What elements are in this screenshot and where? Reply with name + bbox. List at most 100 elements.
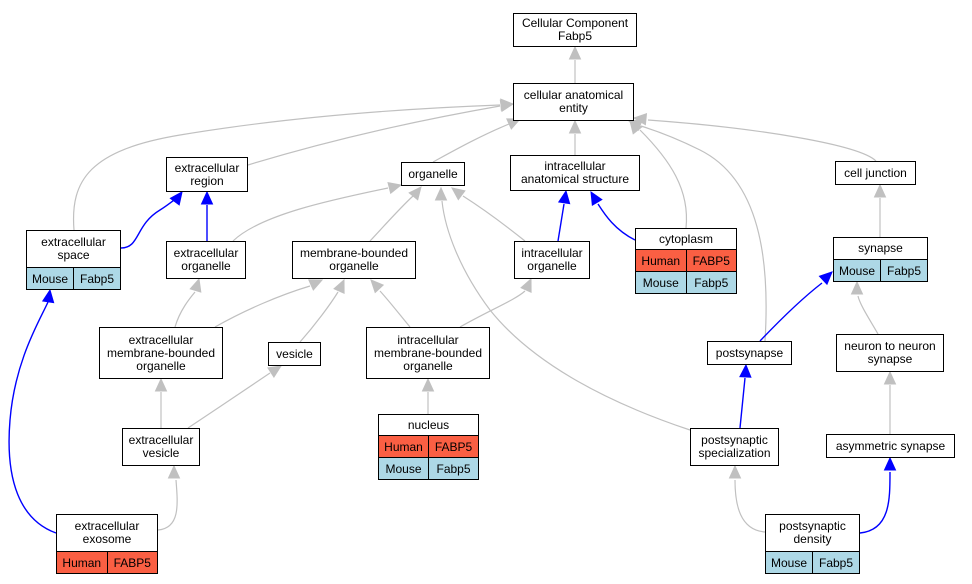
node-cell-junction[interactable]: cell junction: [835, 161, 916, 185]
gene-cell: FABP5: [685, 250, 737, 271]
edge-arrowhead: [818, 271, 833, 286]
edge-arrowhead: [169, 191, 183, 206]
edge-arrowhead: [421, 377, 435, 392]
node-intracellular-organelle[interactable]: intracellular organelle: [514, 241, 590, 279]
gene-cell: Fabp5: [880, 260, 927, 281]
edge-arrowhead: [154, 377, 168, 392]
human-annotation-row: Human FABP5: [379, 435, 478, 457]
edge-arrowhead: [408, 186, 422, 201]
edge-line: [640, 125, 767, 342]
species-cell: Human: [62, 555, 102, 570]
node-postsynaptic-density[interactable]: postsynaptic density Mouse Fabp5: [765, 514, 860, 574]
node-asymmetric-synapse[interactable]: asymmetric synapse: [826, 434, 955, 458]
edge-arrowhead: [267, 365, 283, 379]
node-intracellular-membrane-bounded-organelle[interactable]: intracellular membrane-bounded organelle: [366, 327, 490, 379]
node-neuron-to-neuron-synapse[interactable]: neuron to neuron synapse: [836, 334, 944, 372]
edge-arrowhead: [590, 190, 603, 206]
edge-arrowhead: [883, 456, 897, 471]
edge-arrowhead: [451, 187, 466, 201]
edge-line: [187, 372, 271, 429]
edge-arrowhead: [370, 279, 385, 294]
edge-arrowhead: [41, 288, 55, 304]
node-label: extracellular membrane-bounded organelle: [106, 332, 216, 373]
node-cellular-anatomical-entity[interactable]: cellular anatomical entity: [513, 83, 634, 121]
node-label: organelle: [408, 166, 458, 181]
node-label: neuron to neuron synapse: [844, 339, 936, 366]
edge-line: [859, 471, 891, 534]
node-intracellular-anatomical-structure[interactable]: intracellular anatomical structure: [510, 155, 640, 191]
edge-line: [441, 200, 691, 431]
species-cell: Human: [384, 439, 423, 454]
species-cell: Human: [641, 253, 681, 268]
edge-line: [72, 104, 501, 231]
edge-line: [299, 291, 339, 343]
mouse-annotation-row: Mouse Fabp5: [766, 551, 859, 573]
edge-line: [557, 203, 565, 242]
node-extracellular-exosome[interactable]: extracellular exosome Human FABP5: [56, 514, 158, 574]
node-label: nucleus: [407, 417, 450, 432]
human-annotation-row: Human FABP5: [57, 551, 157, 573]
node-label: synapse: [858, 241, 903, 255]
edge-line: [379, 290, 411, 328]
edge-line: [639, 129, 688, 229]
edge-arrowhead: [883, 370, 897, 385]
edge-line: [597, 203, 636, 241]
gene-cell: FABP5: [428, 436, 478, 457]
node-label: asymmetric synapse: [835, 438, 946, 453]
edge-line: [857, 295, 879, 335]
node-nucleus[interactable]: nucleus Human FABP5 Mouse Fabp5: [378, 414, 479, 480]
edge-line: [232, 187, 389, 242]
node-postsynapse[interactable]: postsynapse: [707, 341, 792, 365]
node-extracellular-region[interactable]: extracellular region: [166, 157, 248, 192]
edge-arrowhead: [850, 280, 864, 295]
mouse-annotation-row: Mouse Fabp5: [379, 457, 478, 479]
edge-line: [739, 377, 746, 429]
node-synapse[interactable]: synapse Mouse Fabp5: [833, 237, 928, 282]
edge-line: [214, 285, 311, 328]
node-organelle[interactable]: organelle: [401, 162, 465, 186]
species-cell: Mouse: [31, 271, 69, 286]
edge-arrowhead: [557, 189, 571, 205]
edge-arrowhead: [500, 98, 515, 111]
species-cell: Mouse: [642, 275, 679, 290]
edge-arrowhead: [873, 183, 887, 198]
edge-line: [759, 282, 823, 342]
node-label: membrane-bounded organelle: [299, 246, 409, 273]
node-extracellular-organelle[interactable]: extracellular organelle: [166, 241, 246, 279]
edge-arrowhead: [189, 277, 202, 293]
node-label: extracellular exosome: [74, 519, 140, 546]
edge-arrowhead: [200, 190, 214, 205]
edge-arrowhead: [739, 363, 752, 378]
node-extracellular-space[interactable]: extracellular space Mouse Fabp5: [26, 230, 121, 290]
edge-arrowhead: [568, 45, 582, 60]
node-vesicle[interactable]: vesicle: [268, 342, 321, 366]
node-label: postsynaptic specialization: [698, 433, 771, 460]
edge-line: [734, 479, 766, 533]
node-label: postsynaptic density: [779, 519, 846, 546]
node-label: cell junction: [844, 165, 907, 180]
edge-arrowhead: [520, 277, 532, 293]
edge-line: [459, 290, 526, 328]
node-membrane-bounded-organelle[interactable]: membrane-bounded organelle: [292, 241, 416, 279]
node-label: postsynapse: [715, 345, 784, 360]
edge-line: [369, 195, 414, 242]
edge-arrowhead: [434, 186, 448, 201]
human-annotation-row: Human FABP5: [636, 249, 736, 271]
node-label: Cellular Component Fabp5: [521, 16, 629, 43]
gene-cell: Fabp5: [428, 458, 478, 479]
mouse-annotation-row: Mouse Fabp5: [834, 259, 927, 281]
node-extracellular-membrane-bounded-organelle[interactable]: extracellular membrane-bounded organelle: [99, 327, 223, 379]
node-postsynaptic-specialization[interactable]: postsynaptic specialization: [690, 428, 779, 466]
node-extracellular-vesicle[interactable]: extracellular vesicle: [122, 428, 200, 466]
gene-cell: Fabp5: [73, 268, 120, 289]
edge-line: [247, 105, 501, 166]
node-cytoplasm[interactable]: cytoplasm Human FABP5 Mouse Fabp5: [635, 228, 737, 294]
mouse-annotation-row: Mouse Fabp5: [636, 271, 736, 293]
node-label: extracellular organelle: [173, 246, 239, 273]
node-label: cytoplasm: [658, 231, 714, 246]
node-label: extracellular space: [41, 235, 106, 262]
node-cellular-component[interactable]: Cellular Component Fabp5: [513, 13, 637, 47]
gene-cell: Fabp5: [685, 272, 737, 293]
gene-cell: Fabp5: [812, 552, 859, 573]
